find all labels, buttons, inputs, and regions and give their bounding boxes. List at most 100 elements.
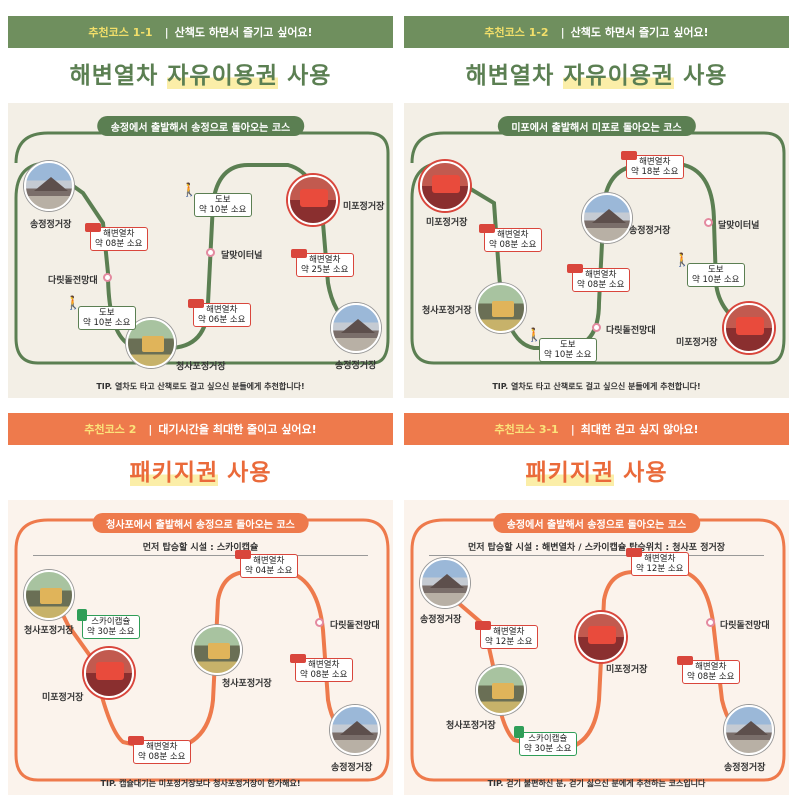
course-3-1-panel: 추천코스 3-1 | 최대한 걷고 싶지 않아요! 패키지권 사용 송정에서 출… (404, 405, 797, 800)
train-duration: 약 12분 소요 (636, 564, 684, 574)
station-label: 송정정거장 (331, 763, 373, 773)
first-facility-note: 먼저 탑승할 시설 : 해변열차 / 스카이캡슐 탑승위치 : 청사포 정거장 (467, 543, 726, 553)
landmark-dot (103, 273, 112, 282)
landmark-label: 다릿돌전망대 (720, 621, 770, 631)
train-label: 해변열차 (309, 255, 341, 265)
station-label: 미포정거장 (343, 202, 385, 212)
walk-duration: 약 10분 소요 (199, 205, 247, 215)
tip-text: TIP. 걷기 불편하신 분, 걷기 싫으신 분에게 추천하는 코스입니다 (487, 779, 706, 788)
train-label: 해변열차 (146, 742, 178, 752)
landmark-dot (206, 248, 215, 257)
train-label: 해변열차 (103, 229, 135, 239)
train-duration: 약 25분 소요 (301, 265, 349, 275)
station-label: 청사포정거장 (222, 679, 272, 689)
tip-text: TIP. 열차도 타고 산책로도 걸고 싶으신 분들에게 추천합니다! (96, 382, 305, 391)
route-pill: 청사포에서 출발해서 송정으로 돌아오는 코스 (92, 513, 309, 533)
walk-label: 도보 (214, 195, 231, 205)
course-subtitle: 산책도 하면서 즐기고 싶어요! (174, 26, 313, 39)
train-icon (479, 224, 495, 233)
course-tag: 추천코스 1-2 (484, 26, 549, 39)
station-label: 미포정거장 (606, 665, 648, 675)
train-icon (621, 151, 637, 160)
course-headline: 해변열차 자유이용권 사용 (404, 56, 789, 90)
train-label: 해변열차 (695, 662, 727, 672)
train-duration: 약 08분 소요 (138, 752, 186, 762)
station-label: 송정정거장 (629, 226, 671, 236)
station-photo-mipo (420, 161, 470, 211)
route-line (14, 518, 390, 782)
sky-capsule-icon (514, 726, 524, 738)
station-photo-songjeong (331, 303, 381, 353)
landmark-label: 다릿돌전망대 (330, 621, 380, 631)
station-photo-cheongsapo (126, 318, 176, 368)
station-photo-songjeong (330, 705, 380, 755)
headline-part: 사용 (218, 460, 272, 486)
train-icon (188, 299, 204, 308)
course-subtitle: 산책도 하면서 즐기고 싶어요! (570, 26, 709, 39)
station-photo-songjeong (24, 161, 74, 211)
station-label: 청사포정거장 (446, 721, 496, 731)
train-duration: 약 18분 소요 (631, 167, 679, 177)
walk-label: 도보 (559, 340, 576, 350)
landmark-dot (592, 323, 601, 332)
route-line (410, 518, 786, 782)
course-tag: 추천코스 3-1 (494, 423, 559, 436)
route-card: 미포에서 출발해서 미포로 돌아오는 코스 미포정거장 송정정거장 청사포정거장… (404, 103, 789, 398)
walk-label: 도보 (707, 265, 724, 275)
walking-person-icon: 🚶 (674, 253, 691, 268)
station-label: 송정정거장 (724, 763, 766, 773)
station-label: 송정정거장 (420, 615, 462, 625)
course-topbar: 추천코스 2 | 대기시간을 최대한 줄이고 싶어요! (8, 413, 393, 445)
divider (429, 555, 764, 556)
station-label: 미포정거장 (426, 218, 468, 228)
landmark-dot (704, 218, 713, 227)
train-duration: 약 08분 소요 (300, 670, 348, 680)
train-label: 해변열차 (253, 556, 285, 566)
station-photo-mipo (576, 612, 626, 662)
course-topbar: 추천코스 1-2 | 산책도 하면서 즐기고 싶어요! (404, 16, 789, 48)
train-duration: 약 04분 소요 (245, 566, 293, 576)
landmark-label: 다릿돌전망대 (606, 326, 656, 336)
station-label: 송정정거장 (30, 220, 72, 230)
route-line (14, 131, 390, 365)
walking-person-icon: 🚶 (65, 296, 82, 311)
station-photo-songjeong (420, 558, 470, 608)
headline-highlight: 자유이용권 (563, 63, 675, 89)
station-photo-mipo (84, 648, 134, 698)
headline-highlight: 패키지권 (129, 460, 219, 486)
train-icon (475, 621, 491, 630)
station-photo-cheongsapo (192, 625, 242, 675)
headline-part: 해변열차 (69, 63, 168, 89)
station-label: 청사포정거장 (176, 362, 226, 372)
station-label: 송정정거장 (335, 361, 377, 371)
headline-part: 해변열차 (465, 63, 564, 89)
train-icon (290, 654, 306, 663)
course-subtitle: 최대한 걷고 싶지 않아요! (580, 423, 699, 436)
headline-part: 사용 (614, 460, 668, 486)
capsule-duration: 약 30분 소요 (87, 627, 135, 637)
landmark-label: 달맞이터널 (718, 221, 760, 231)
station-photo-cheongsapo (24, 570, 74, 620)
station-label: 청사포정거장 (24, 626, 74, 636)
course-topbar: 추천코스 1-1 | 산책도 하면서 즐기고 싶어요! (8, 16, 393, 48)
route-pill: 송정에서 출발해서 송정으로 돌아오는 코스 (492, 513, 701, 533)
walk-label: 도보 (98, 308, 115, 318)
train-duration: 약 08분 소요 (687, 672, 735, 682)
course-2-panel: 추천코스 2 | 대기시간을 최대한 줄이고 싶어요! 패키지권 사용 청사포에… (8, 405, 401, 800)
walking-person-icon: 🚶 (526, 328, 543, 343)
train-label: 해변열차 (308, 660, 340, 670)
train-label: 해변열차 (206, 305, 238, 315)
course-1-2-panel: 추천코스 1-2 | 산책도 하면서 즐기고 싶어요! 해변열차 자유이용권 사… (404, 8, 797, 403)
divider (33, 555, 368, 556)
station-label: 미포정거장 (42, 693, 84, 703)
course-subtitle: 대기시간을 최대한 줄이고 싶어요! (158, 423, 317, 436)
station-photo-cheongsapo (476, 283, 526, 333)
